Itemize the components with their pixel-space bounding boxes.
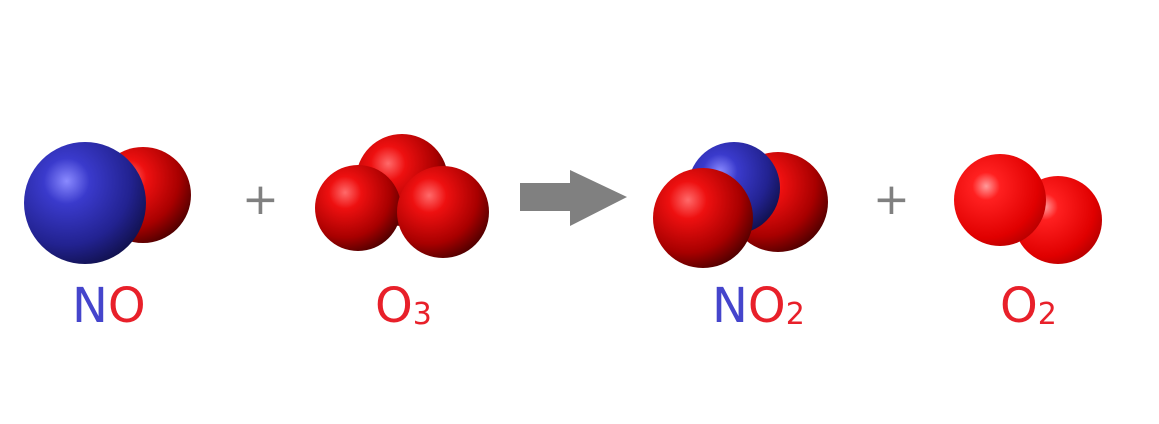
formula-no: NO [72, 276, 146, 336]
formula-atom-o: O [747, 278, 786, 334]
oxygen-atom [954, 154, 1046, 246]
oxygen-atom [397, 166, 489, 258]
nitrogen-atom [24, 142, 146, 264]
formula-subscript: 2 [785, 297, 805, 332]
oxygen-atom [653, 168, 753, 268]
plus-sign: + [242, 174, 279, 225]
formula-atom-o: O [1000, 278, 1038, 334]
formula-subscript: 2 [1037, 297, 1057, 332]
formula-atom-o: O [375, 278, 413, 334]
formula-atom-n: N [712, 278, 748, 334]
no-molecule [24, 142, 191, 264]
oxygen-atom [315, 165, 401, 251]
formula-subscript: 3 [412, 297, 432, 332]
no2-molecule [653, 142, 828, 268]
o3-molecule [315, 134, 489, 258]
formula-atom-o: O [107, 278, 146, 334]
formula-o3: O3 [375, 276, 432, 336]
formula-no2: NO2 [712, 276, 805, 336]
plus-sign: + [873, 174, 910, 225]
formula-atom-n: N [72, 278, 108, 334]
o2-molecule [954, 154, 1102, 264]
formula-o2: O2 [1000, 276, 1057, 336]
reaction-arrow-icon [520, 170, 627, 226]
